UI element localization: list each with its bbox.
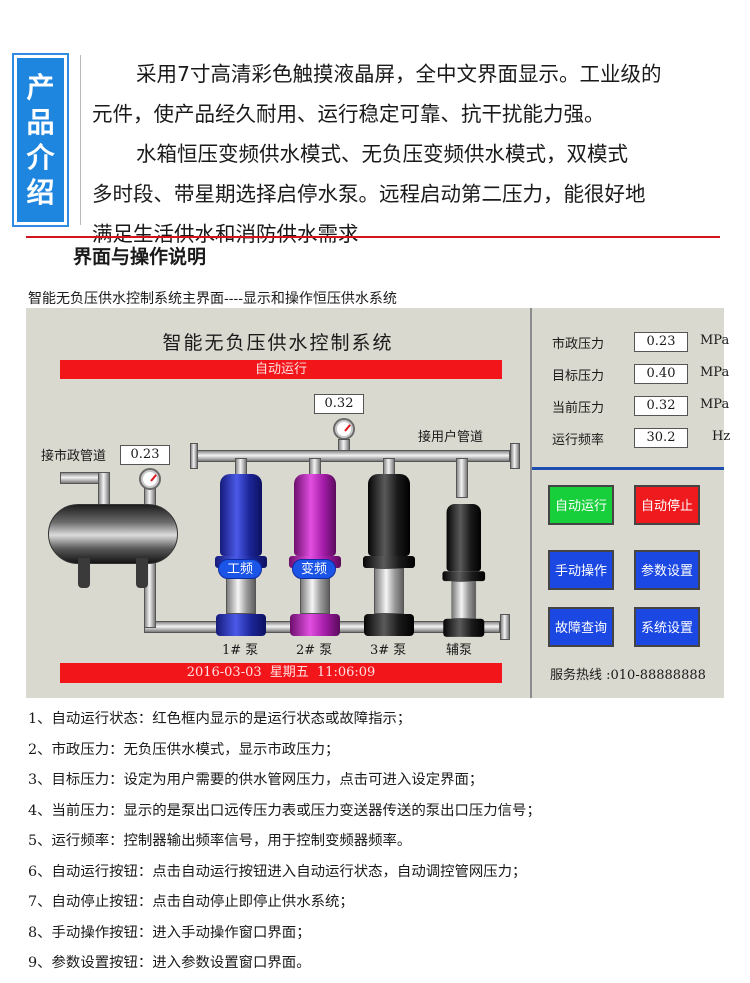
pump-label: 2# 泵	[296, 643, 333, 658]
user-pipe-label: 接用户管道	[418, 430, 484, 445]
note-item: 2、市政压力：无负压供水模式，显示市政压力；	[28, 741, 340, 758]
outlet-gauge-icon	[333, 418, 355, 440]
section-title: 界面与操作说明	[73, 246, 207, 268]
pump-riser	[456, 458, 468, 498]
note-item: 4、当前压力：显示的是泵出口远传压力表或压力变送器传送的泵出口压力信号；	[28, 802, 541, 819]
panel-divider	[530, 308, 532, 698]
readout-unit: MPa	[700, 397, 730, 412]
inlet-pressure-display: 0.23	[120, 445, 170, 465]
aux-pump-icon[interactable]	[440, 504, 488, 637]
suction-end-cap	[500, 614, 510, 640]
system-settings-button[interactable]: 系统设置	[634, 607, 700, 647]
badge-char: 产	[26, 71, 55, 104]
readout-unit: MPa	[700, 333, 730, 348]
intro-divider	[80, 55, 81, 225]
datetime-bar: 2016-03-03 星期五 11:06:09	[60, 663, 502, 683]
parameter-settings-button[interactable]: 参数设置	[634, 550, 700, 590]
section-divider	[26, 236, 720, 238]
pump-2-icon[interactable]	[286, 474, 344, 636]
panel-separator	[532, 467, 724, 470]
readout-unit: Hz	[712, 429, 731, 444]
app-title: 智能无负压供水控制系统	[162, 332, 394, 354]
operation-notes: 1、自动运行状态：红色框内显示的是运行状态或故障指示； 2、市政压力：无负压供水…	[28, 708, 738, 983]
note-item: 3、目标压力：设定为用户需要的供水管网压力，点击可进入设定界面；	[28, 772, 484, 788]
readout-unit: MPa	[700, 365, 730, 380]
pump-2-mode-badge: 变频	[292, 559, 336, 579]
inlet-gauge-icon	[139, 468, 161, 490]
intro-line: 多时段、带星期选择启停水泵。远程启动第二压力，能很好地	[92, 182, 646, 206]
municipal-inlet-riser	[98, 472, 110, 506]
intro-line: 满足生活供水和消防供水需求	[92, 222, 359, 246]
tank-leg	[136, 558, 148, 588]
intro-line: 水箱恒压变频供水模式、无负压变频供水模式，双模式	[136, 142, 628, 166]
pump-label: 3# 泵	[370, 643, 407, 658]
current-pressure-value: 0.32	[634, 396, 688, 416]
municipal-pressure-value: 0.23	[634, 332, 688, 352]
note-item: 9、参数设置按钮：进入参数设置窗口界面。	[28, 955, 311, 971]
note-item: 5、运行频率：控制器输出频率信号，用于控制变频器频率。	[28, 833, 412, 849]
frequency-value: 30.2	[634, 428, 688, 448]
outlet-flange	[510, 443, 520, 469]
pump-3-icon[interactable]	[360, 474, 418, 636]
target-pressure-input[interactable]: 0.40	[634, 364, 688, 384]
product-intro-badge: 产 品 介 绍	[12, 53, 69, 227]
badge-char: 介	[26, 141, 55, 174]
service-hotline: 服务热线 :010-88888888	[550, 668, 706, 683]
readout-label: 目标压力	[552, 369, 605, 384]
pump-label: 1# 泵	[222, 643, 259, 658]
note-item: 7、自动停止按钮：点击自动停止即停止供水系统；	[28, 894, 354, 910]
readout-panel: 市政压力 0.23 MPa 目标压力 0.40 MPa 当前压力 0.32 MP…	[532, 308, 730, 468]
header-end-cap	[190, 443, 198, 469]
run-status-bar: 自动运行	[60, 360, 502, 379]
hmi-screen: 智能无负压供水控制系统 自动运行 0.32 接用户管道 接市政管道 0.23	[26, 308, 730, 698]
outlet-pressure-display: 0.32	[314, 394, 364, 414]
screen-caption: 智能无负压供水控制系统主界面----显示和操作恒压供水系统	[28, 291, 397, 307]
product-intro-text: 采用7寸高清彩色触摸液晶屏，全中文界面显示。工业级的 元件，使产品经久耐用、运行…	[92, 54, 742, 254]
pump-1-mode-badge: 工频	[218, 559, 262, 579]
intro-line: 元件，使产品经久耐用、运行稳定可靠、抗干扰能力强。	[92, 102, 605, 126]
badge-char: 品	[26, 106, 55, 139]
system-diagram: 智能无负压供水控制系统 自动运行 0.32 接用户管道 接市政管道 0.23	[26, 308, 530, 698]
fault-query-button[interactable]: 故障查询	[548, 607, 614, 647]
pump-label: 辅泵	[446, 643, 473, 658]
manual-operation-button[interactable]: 手动操作	[548, 550, 614, 590]
municipal-pipe-label: 接市政管道	[41, 449, 107, 464]
intro-line: 采用7寸高清彩色触摸液晶屏，全中文界面显示。工业级的	[136, 62, 662, 86]
readout-label: 当前压力	[552, 401, 605, 416]
auto-stop-button[interactable]: 自动停止	[634, 485, 700, 525]
readout-label: 市政压力	[552, 337, 605, 352]
note-item: 1、自动运行状态：红色框内显示的是运行状态或故障指示；	[28, 711, 412, 727]
badge-char: 绍	[26, 176, 55, 209]
note-item: 6、自动运行按钮：点击自动运行按钮进入自动运行状态，自动调控管网压力；	[28, 863, 527, 880]
tank-leg	[78, 558, 90, 588]
readout-label: 运行频率	[552, 433, 605, 448]
steady-flow-tank	[48, 504, 178, 564]
pump-1-icon[interactable]	[212, 474, 270, 636]
note-item: 8、手动操作按钮：进入手动操作窗口界面；	[28, 924, 311, 941]
auto-run-button[interactable]: 自动运行	[548, 485, 614, 525]
